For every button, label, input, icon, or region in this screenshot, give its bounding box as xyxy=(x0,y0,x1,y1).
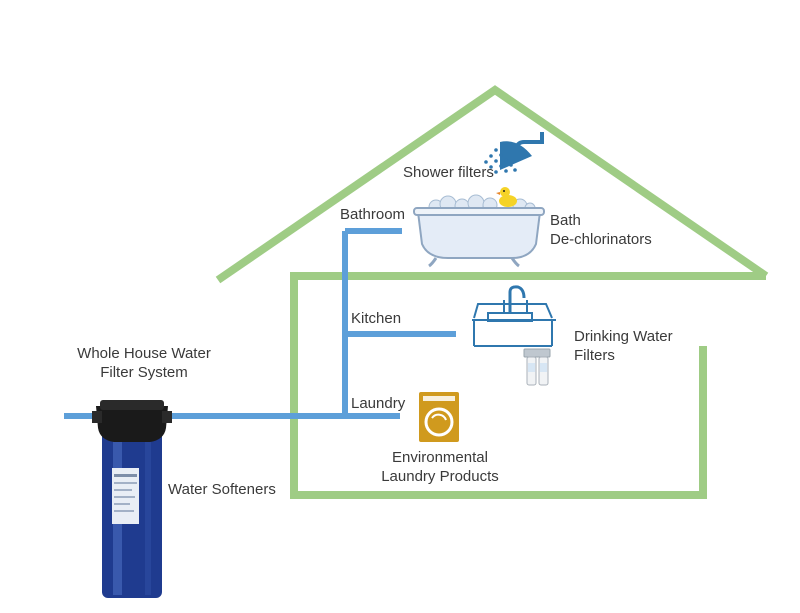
whole-house-filter-label: Whole House Water Filter System xyxy=(68,344,220,382)
laundry-label: Laundry xyxy=(351,395,406,412)
whole-house-label-line1: Whole House Water xyxy=(77,345,211,362)
kitchen-label: Kitchen xyxy=(351,310,402,327)
bath-dechlorinators-label: Bath De-chlorinators xyxy=(550,211,652,249)
house-outline xyxy=(215,85,769,499)
whole-house-label-line2: Filter System xyxy=(100,364,188,381)
bathtub-icon xyxy=(413,194,545,268)
drinking-water-filter-icon xyxy=(523,348,551,386)
rubber-duck-icon xyxy=(496,187,517,207)
house-roof xyxy=(215,85,769,284)
shower-head-icon xyxy=(484,132,544,174)
house-walls xyxy=(290,276,707,499)
drinking-water-filters-label: Drinking Water Filters xyxy=(574,327,673,365)
drinking-label-line2: Filters xyxy=(574,347,615,364)
bath-label-line2: De-chlorinators xyxy=(550,231,652,248)
env-label-line2: Laundry Products xyxy=(381,468,499,485)
drinking-label-line1: Drinking Water xyxy=(574,328,673,345)
environmental-laundry-label: Environmental Laundry Products xyxy=(376,448,504,486)
filter-housing-icon xyxy=(92,400,172,598)
kitchen-sink-icon xyxy=(472,285,556,347)
bathroom-label: Bathroom xyxy=(340,206,406,223)
water-softeners-label: Water Softeners xyxy=(168,481,276,498)
env-label-line1: Environmental xyxy=(392,449,488,466)
shower-filters-label: Shower filters xyxy=(403,164,494,181)
bath-label-line1: Bath xyxy=(550,212,581,229)
washing-machine-icon xyxy=(419,392,459,442)
